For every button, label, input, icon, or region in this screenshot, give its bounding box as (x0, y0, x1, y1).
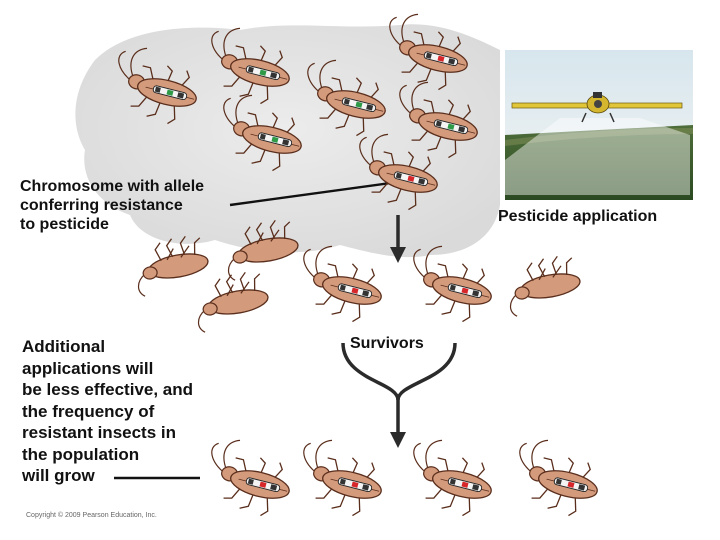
copyright-notice: Copyright © 2009 Pearson Education, Inc. (26, 512, 157, 519)
crop-duster-photo (505, 50, 693, 200)
resistant-allele-marker (461, 287, 469, 294)
insect-alive-icon (211, 439, 290, 517)
insect-alive-icon (223, 94, 302, 172)
insect-alive-icon (303, 439, 382, 517)
insect-alive-icon (389, 13, 468, 91)
airplane-icon (511, 92, 683, 123)
susceptible-allele-marker (355, 101, 363, 108)
insect-alive-icon (307, 59, 386, 137)
insect-alive-icon (211, 27, 290, 105)
insect-dead-icon (137, 235, 209, 297)
insect-alive-icon (519, 439, 598, 517)
susceptible-allele-marker (166, 89, 174, 96)
resistant-allele-marker (567, 481, 575, 488)
resistant-allele-marker (351, 287, 359, 294)
insect-dead-icon (197, 271, 269, 333)
susceptible-allele-marker (447, 123, 455, 130)
resistant-allele-marker (407, 175, 415, 182)
resistant-allele-marker (437, 55, 445, 62)
insect-alive-icon (413, 245, 492, 323)
insect-alive-icon (303, 245, 382, 323)
chromosome-pointer-line (229, 179, 406, 207)
insect-dead-icon (227, 219, 299, 281)
additional-applications-label: Additional applications will be less eff… (22, 337, 194, 485)
down-arrow-after-spray (390, 215, 406, 263)
chromosome-allele-label: Chromosome with allele conferring resist… (20, 178, 205, 233)
merge-arrow (341, 342, 457, 448)
pesticide-application-label: Pesticide application (498, 208, 658, 225)
survivors-label: Survivors (350, 335, 424, 352)
resistant-allele-marker (351, 481, 359, 488)
insect-alive-icon (399, 81, 478, 159)
susceptible-allele-marker (259, 69, 267, 76)
resistant-allele-marker (259, 481, 267, 488)
insect-group (118, 13, 598, 517)
insect-alive-icon (359, 133, 438, 211)
insect-alive-icon (118, 47, 197, 125)
insect-alive-icon (413, 439, 492, 517)
resistant-allele-marker (461, 481, 469, 488)
susceptible-allele-marker (271, 136, 279, 143)
insect-dead-icon (509, 255, 581, 317)
